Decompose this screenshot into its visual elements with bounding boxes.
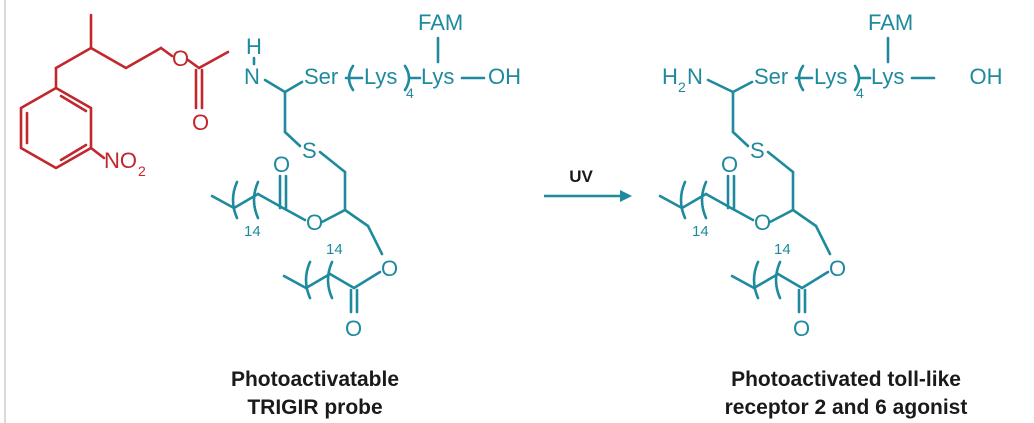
bond	[366, 224, 384, 256]
bond	[232, 192, 260, 210]
bond	[304, 272, 332, 290]
acyl-chain-count-2: 14	[326, 241, 343, 258]
bond	[729, 206, 755, 222]
probe-caption-line2: TRIGIR probe	[247, 396, 382, 419]
serine-residue: Ser	[754, 64, 788, 89]
propyl-chain	[54, 46, 163, 70]
ester-oxygen-2: O	[381, 256, 398, 281]
fam-label: FAM	[868, 10, 913, 35]
carbonyl-oxygen-1: O	[273, 152, 290, 177]
bond	[343, 208, 370, 228]
ester-oxygen: O	[172, 46, 189, 71]
nitro-group: NO	[104, 148, 137, 173]
thioether-sulfur: S	[302, 138, 317, 163]
ester-oxygen-1: O	[306, 210, 323, 235]
amine-hydrogen: H	[662, 64, 678, 89]
bond	[731, 80, 754, 94]
carbonyl-oxygen: O	[192, 110, 209, 135]
lysine-repeat-count: 4	[406, 85, 414, 101]
bond	[704, 192, 733, 210]
bond	[159, 46, 174, 58]
amine-hydrogen: H	[246, 34, 262, 59]
lysine-repeat-count: 4	[856, 85, 864, 101]
bond	[197, 50, 230, 70]
bond	[352, 270, 382, 290]
bond	[283, 80, 304, 94]
benzene-ring	[19, 86, 93, 170]
chain-bracket-close	[700, 180, 708, 220]
bond	[730, 274, 756, 290]
acyl-chain-count-2: 14	[774, 241, 791, 258]
bond	[752, 272, 780, 290]
agonist-caption-line1: Photoactivated toll-like	[731, 368, 961, 391]
agonist-molecule: H 2 N Ser Lys 4 Lys FAM OH S O O 14	[658, 10, 1003, 419]
ring-double-bond	[59, 94, 88, 113]
uv-condition-label: UV	[569, 167, 593, 186]
acyl-chain-count-1: 14	[244, 223, 261, 240]
chain-bracket-close	[774, 260, 782, 300]
photocage-group: O O NO 2	[19, 13, 230, 179]
bond	[256, 192, 285, 210]
left-edge-line	[4, 0, 6, 423]
bond	[776, 272, 804, 290]
bond	[263, 78, 287, 94]
bond	[320, 208, 347, 224]
ester-oxygen-2: O	[829, 256, 846, 281]
bond	[766, 150, 795, 174]
terminal-lysine: Lys	[421, 64, 454, 89]
uv-reaction-arrow: UV	[544, 167, 632, 202]
bond	[731, 130, 750, 148]
bond	[658, 194, 684, 210]
ester-oxygen-1: O	[754, 210, 771, 235]
chain-bracket-open	[679, 180, 687, 220]
chain-bracket-open	[752, 260, 760, 300]
carbonyl-oxygen-2: O	[793, 316, 810, 341]
serine-residue: Ser	[304, 64, 338, 89]
lysine-repeat: Lys	[814, 64, 847, 89]
bond	[768, 208, 795, 224]
lysine-repeat: Lys	[364, 64, 397, 89]
bond	[680, 192, 708, 210]
nitro-subscript: 2	[138, 163, 146, 179]
chain-bracket-close	[326, 260, 334, 300]
bond	[814, 224, 832, 256]
amine-nitrogen: N	[244, 64, 260, 89]
amine-subscript: 2	[678, 79, 686, 95]
probe-caption-line1: Photoactivatable	[231, 368, 399, 391]
agonist-caption-line2: receptor 2 and 6 agonist	[725, 396, 968, 419]
bond	[791, 208, 818, 228]
terminal-lysine: Lys	[871, 64, 904, 89]
carbonyl-oxygen-2: O	[345, 316, 362, 341]
bond	[283, 130, 302, 148]
chain-bracket-open	[304, 260, 312, 300]
bond	[186, 58, 201, 70]
hydroxyl: OH	[488, 64, 521, 89]
chain-bracket-close	[252, 180, 260, 220]
bond	[89, 146, 106, 160]
bond	[210, 194, 236, 210]
fam-label: FAM	[418, 10, 463, 35]
bond	[282, 274, 308, 290]
bond	[328, 272, 356, 290]
lipopeptide-core: H N Ser Lys 4 Lys FAM OH S O	[210, 10, 521, 341]
ring-double-bond	[59, 143, 88, 162]
probe-molecule: O O NO 2 H N Ser Lys 4 Lys FAM OH	[19, 10, 521, 419]
amine-nitrogen: N	[687, 64, 703, 89]
bond	[281, 206, 307, 222]
hydroxyl: OH	[970, 64, 1003, 89]
thioether-sulfur: S	[750, 138, 765, 163]
chain-bracket-open	[231, 180, 239, 220]
bond	[706, 78, 735, 94]
acyl-chain-count-1: 14	[692, 223, 709, 240]
carbonyl-oxygen-1: O	[721, 152, 738, 177]
arrow-head	[620, 190, 632, 202]
bond	[800, 270, 830, 290]
bond	[318, 150, 347, 174]
